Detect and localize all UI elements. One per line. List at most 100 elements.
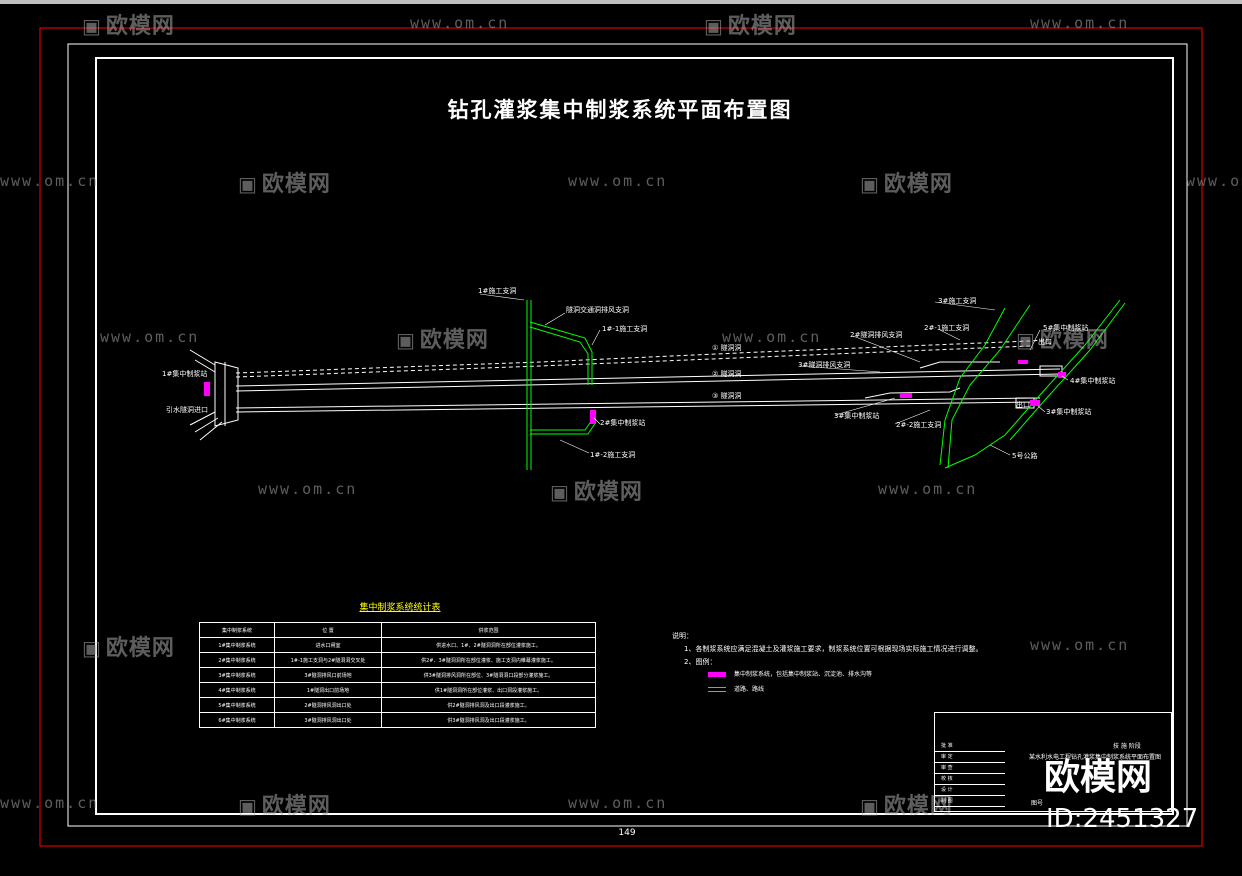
tb-stage: 技 施 阶段 bbox=[1113, 743, 1141, 750]
roads bbox=[526, 299, 1126, 470]
tb-label: 设 计 bbox=[935, 785, 1005, 796]
plant-2 bbox=[590, 410, 596, 424]
statistics-table: 集中制浆系统 位 置 供浆范围 1#集中制浆系统进水口闸室供进水口、1#、2#隧… bbox=[199, 622, 596, 728]
page-number: 149 bbox=[618, 828, 636, 838]
legend-item-road: 道路、路线 bbox=[708, 684, 764, 693]
tb-drawing-no: 图号 bbox=[1031, 800, 1044, 807]
inner-drawing-frame bbox=[95, 57, 1174, 815]
table-cell: 1#-1施工支洞与2#隧洞洞交叉处 bbox=[274, 652, 382, 668]
tunnels bbox=[235, 339, 1063, 413]
notes-item: 1、各制浆系统应满足混凝土及灌浆施工要求，制浆系统位置可根据现场实际施工情况进行… bbox=[684, 645, 983, 653]
window-top-bar bbox=[0, 0, 1242, 4]
tb-label: 审 定 bbox=[935, 752, 1005, 763]
table-cell: 供2#、3#隧洞洞所在部位灌浆、施工支洞内帷幕灌浆施工。 bbox=[381, 652, 596, 668]
label-tunnel1: ① 隧洞洞 bbox=[712, 344, 742, 352]
plant-5 bbox=[1030, 400, 1040, 406]
right-road-3 bbox=[944, 299, 1121, 469]
plant-1 bbox=[204, 382, 210, 396]
label-route: 5号公路 bbox=[1012, 452, 1038, 460]
label-adit3: 3#施工支洞 bbox=[938, 297, 977, 305]
table-title: 集中制浆系统统计表 bbox=[359, 603, 441, 613]
table-cell: 进水口闸室 bbox=[274, 637, 382, 653]
label-left-plant: 1#集中制浆站 bbox=[162, 370, 208, 378]
table-cell: 1#隧洞出口前场地 bbox=[274, 682, 382, 698]
label-plant6: 5#集中制浆站 bbox=[1043, 324, 1089, 332]
table-cell: 3#集中制浆系统 bbox=[199, 667, 275, 683]
right-road-2 bbox=[947, 304, 1031, 469]
label-adit1: 1#施工支洞 bbox=[478, 287, 517, 295]
title-block: 批 准 审 定 审 查 校 核 设 计 制 图 技 施 阶段 某水利水电工程钻孔… bbox=[934, 712, 1172, 812]
table-cell: 供1#隧洞洞所在部位灌浆、出口洞段灌浆施工。 bbox=[381, 682, 596, 698]
legend-label: 集中制浆系统，包括集中制浆站、沉淀池、排水沟等 bbox=[734, 671, 873, 678]
tunnel-main-bot2 bbox=[235, 401, 1041, 413]
label-plant3: 3#集中制浆站 bbox=[834, 412, 880, 420]
vent-branch2 bbox=[919, 361, 1000, 369]
tunnel-main-bot bbox=[235, 397, 1041, 409]
label-adit1-1: 1#-1施工支洞 bbox=[602, 325, 648, 333]
outer-white-frame bbox=[67, 43, 1188, 827]
notes-item: 2、图例： bbox=[684, 658, 717, 666]
tunnel-dashed-upper2 bbox=[235, 345, 1031, 378]
right-road-1 bbox=[939, 307, 1006, 466]
label-exit2: 出口 bbox=[1016, 401, 1030, 409]
notes-heading: 说明： bbox=[672, 632, 693, 640]
table-cell: 供进水口、1#、2#隧洞洞所在部位灌浆施工。 bbox=[381, 637, 596, 653]
plants bbox=[204, 360, 1066, 424]
tb-label: 制 图 bbox=[935, 796, 1005, 807]
legend-swatch-green bbox=[708, 687, 726, 692]
tunnel-dashed-upper bbox=[235, 339, 1046, 374]
adit-lower-branch bbox=[530, 410, 593, 431]
notes: 说明： 1、各制浆系统应满足混凝土及灌浆施工要求，制浆系统位置可根据现场实际施工… bbox=[672, 630, 982, 669]
right-road-4 bbox=[1009, 302, 1126, 441]
plant-4 bbox=[1058, 372, 1066, 378]
table-header-row: 集中制浆系统 位 置 供浆范围 bbox=[199, 622, 596, 638]
drawing-title: 钻孔灌浆集中制浆系统平面布置图 bbox=[447, 97, 793, 122]
label-adit2-2: 2#-2施工支洞 bbox=[896, 421, 942, 429]
watermark-id: ID:2451327 bbox=[1046, 804, 1199, 834]
label-plant4: 4#集中制浆站 bbox=[1070, 377, 1116, 385]
vent-branch bbox=[864, 387, 961, 399]
table-header-cell: 位 置 bbox=[274, 622, 382, 638]
table-cell: 3#隧洞排风口前场地 bbox=[274, 667, 382, 683]
table-cell: 4#集中制浆系统 bbox=[199, 682, 275, 698]
plant-3 bbox=[900, 393, 912, 398]
watermark-logo-large: 欧模网 bbox=[1044, 757, 1153, 798]
outer-red-frame bbox=[39, 27, 1203, 847]
tb-label: 批 准 bbox=[935, 741, 1005, 752]
legend-item-plant: 集中制浆系统，包括集中制浆站、沉淀池、排水沟等 bbox=[708, 669, 872, 678]
table-cell: 供3#隧洞排风洞所在部位、3#隧洞洞口段部分灌浆施工。 bbox=[381, 667, 596, 683]
plant-6 bbox=[1018, 360, 1028, 364]
adit-upper-branch2 bbox=[529, 326, 589, 385]
label-plant2: 2#集中制浆站 bbox=[600, 419, 646, 427]
table-cell: 2#隧洞排风洞出口处 bbox=[274, 697, 382, 713]
label-tunnel3: ③ 隧洞洞 bbox=[712, 392, 742, 400]
label-vent-a: 2#隧洞排风支洞 bbox=[850, 331, 903, 339]
table-cell: 1#集中制浆系统 bbox=[199, 637, 275, 653]
table-cell: 5#集中制浆系统 bbox=[199, 697, 275, 713]
tunnel-main-top2 bbox=[235, 373, 1061, 392]
left-portal bbox=[189, 349, 239, 441]
table-header-cell: 集中制浆系统 bbox=[199, 622, 275, 638]
leaders bbox=[479, 293, 1069, 456]
tunnel-main-top bbox=[235, 368, 1061, 387]
tb-project: 某水利水电工程钻孔灌浆集中制浆系统平面布置图 bbox=[1029, 754, 1162, 761]
table-cell: 6#集中制浆系统 bbox=[199, 712, 275, 728]
label-vent-b: 3#隧洞排风支洞 bbox=[798, 361, 851, 369]
legend-swatch-magenta bbox=[708, 672, 726, 677]
label-adit1-2: 1#-2施工支洞 bbox=[590, 451, 636, 459]
table-cell: 供3#隧洞排风洞及出口段灌浆施工。 bbox=[381, 712, 596, 728]
tb-label: 审 查 bbox=[935, 763, 1005, 774]
table-header-cell: 供浆范围 bbox=[381, 622, 596, 638]
table-cell: 2#集中制浆系统 bbox=[199, 652, 275, 668]
adit-upper-branch bbox=[529, 321, 593, 385]
label-exit1: 出口 bbox=[1038, 338, 1052, 346]
label-adit-vent: 隧洞交通洞排风支洞 bbox=[566, 306, 629, 314]
tb-label: 校 核 bbox=[935, 774, 1005, 785]
label-plant5: 3#集中制浆站 bbox=[1046, 408, 1092, 416]
